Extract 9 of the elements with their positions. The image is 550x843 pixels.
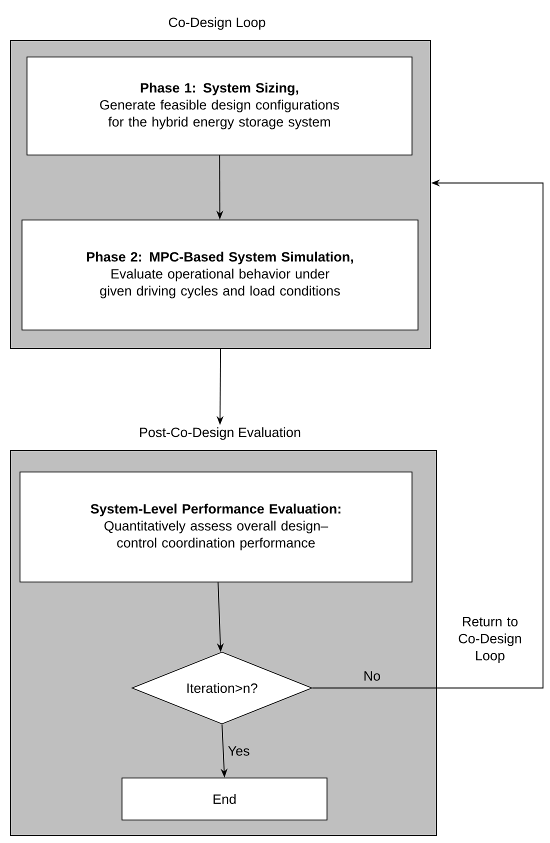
process-box: Phase 2: MPC-Based System Simulation, Evaluate operational behavior under given driving cycles and load conditions (22, 220, 418, 330)
group-heading: Co-Design Loop (168, 17, 266, 30)
process-box: Phase 1: System Sizing, Generate feasible design configurations for the hybrid energy storage system (26, 56, 412, 156)
note-text: Return to Co-Design Loop (458, 616, 521, 664)
process-box: System-Level Performance Evaluation: Quantitatively assess overall design–control coordination performance (20, 472, 412, 582)
edge-label: Yes (228, 746, 250, 756)
edge-label: No (364, 671, 380, 681)
process-box: End (122, 778, 328, 820)
group-heading: Post-Co-Design Evaluation (140, 427, 300, 440)
